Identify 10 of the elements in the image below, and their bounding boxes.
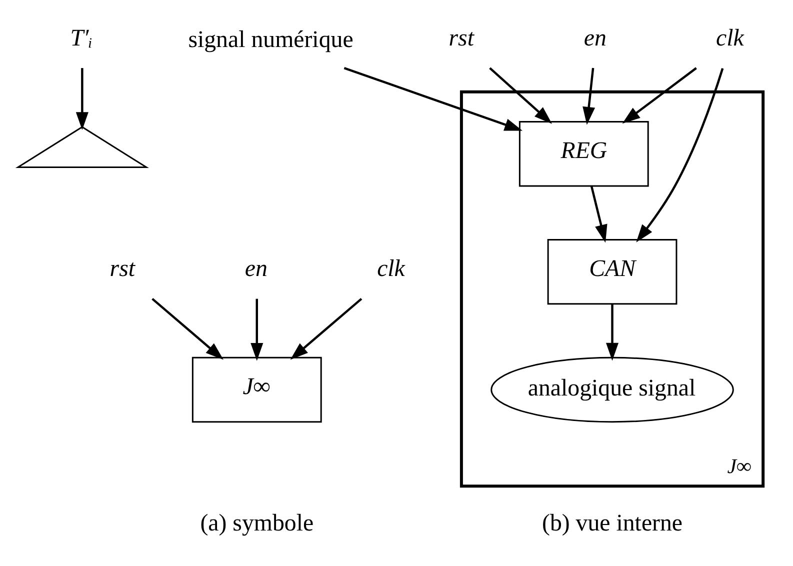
- label: (b) vue interne: [542, 510, 683, 537]
- node-text: clk: [716, 25, 744, 52]
- node-text: en: [584, 25, 606, 52]
- node-text: clk: [377, 256, 405, 282]
- node-text: rst: [110, 256, 136, 282]
- node-text: en: [244, 256, 268, 282]
- node-text: signal numérique: [188, 26, 354, 53]
- node-text: T′ᵢ: [70, 25, 93, 52]
- node-text: rst: [448, 25, 474, 52]
- label: (a) symbole: [200, 510, 314, 537]
